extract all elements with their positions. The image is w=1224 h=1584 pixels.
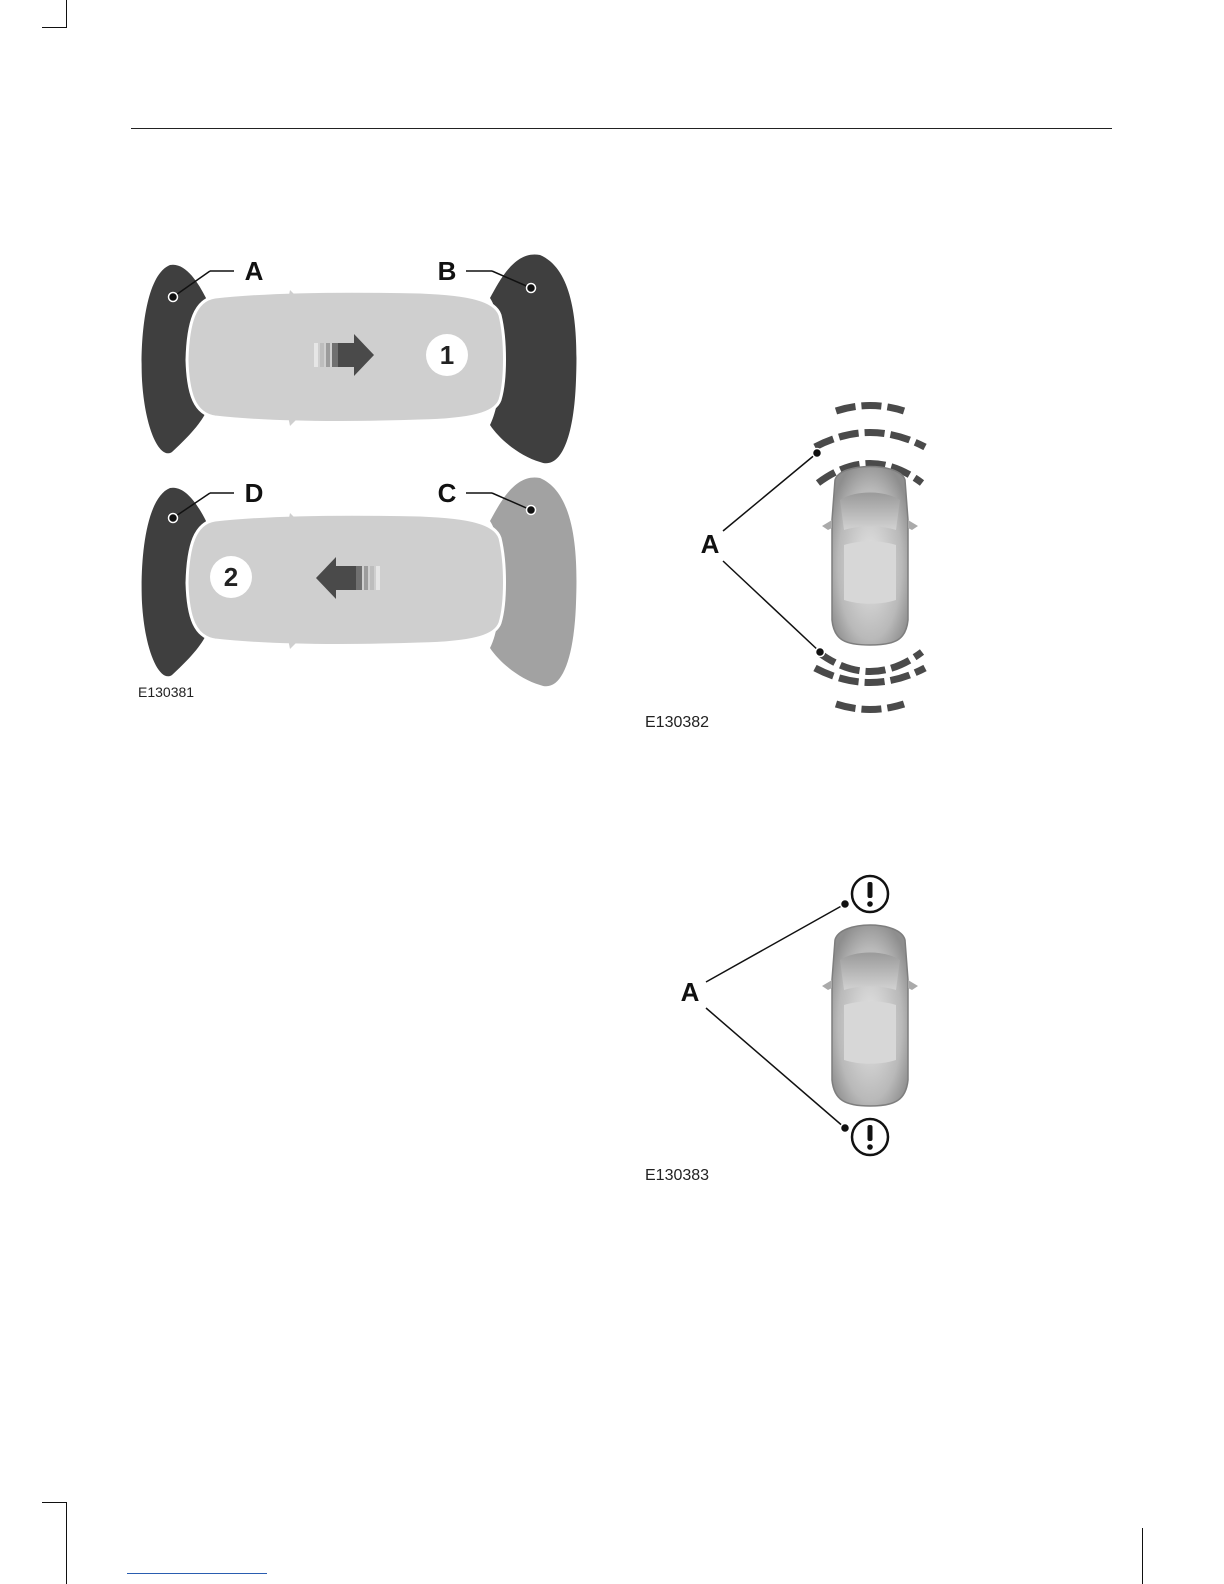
car-top-view-1: [822, 467, 918, 646]
figure-caption-2: E130382: [645, 714, 709, 732]
mirror-icon: [288, 416, 296, 426]
figure-caption-1: E130381: [138, 684, 194, 700]
step-number-2: 2: [224, 562, 238, 592]
diagram-forward: 1 A B: [142, 254, 577, 463]
figure-1: 1 A B 2: [142, 254, 577, 686]
callout-label-d: D: [245, 478, 264, 508]
figure-2: A: [701, 406, 925, 710]
warning-icon: [852, 1119, 888, 1155]
footer-link-underline[interactable]: [127, 1573, 267, 1574]
callout-label-c: C: [438, 478, 457, 508]
figure-3: A: [681, 876, 918, 1155]
callout-label-a: A: [245, 256, 264, 286]
warning-icon: [852, 876, 888, 912]
figure-caption-3: E130383: [645, 1167, 709, 1185]
sensor-waves-rear: [815, 652, 925, 710]
callout-label-a: A: [701, 529, 720, 559]
step-number-1: 1: [440, 340, 454, 370]
callout-label-b: B: [438, 256, 457, 286]
car-top-view-2: [822, 925, 918, 1106]
mirror-icon: [288, 639, 296, 649]
diagram-reverse: 2 D C: [142, 477, 577, 686]
callout-label-a: A: [681, 977, 700, 1007]
